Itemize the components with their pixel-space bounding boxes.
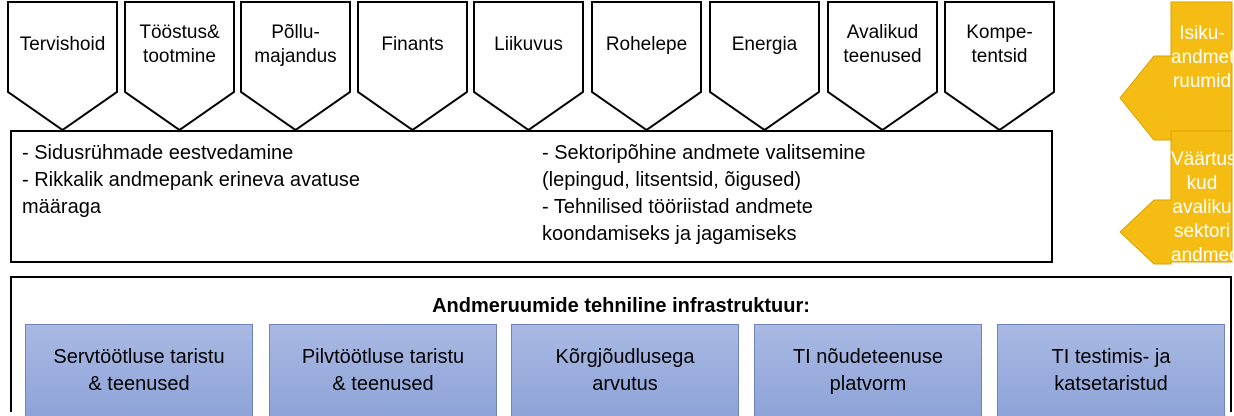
sector-shape <box>7 1 118 132</box>
sector-shape <box>473 1 584 132</box>
sector-shape <box>124 1 235 132</box>
infrastructure-title: Andmeruumide tehniline infrastruktuur: <box>432 295 810 317</box>
side-arrow-shapes <box>1119 1 1233 265</box>
sector-capabilities-box: - Sidusrühmade eestvedamine - Rikkalik a… <box>10 130 1053 263</box>
sector-shape <box>240 1 351 132</box>
sector-shape <box>357 1 468 132</box>
sector-label: Energia <box>731 34 798 55</box>
sector-label: Tervishoid <box>19 34 106 55</box>
sector-label: Kompe- tentsid <box>966 22 1033 67</box>
sector-label: Liikuvus <box>494 34 563 55</box>
infra-hpc: Kõrgjõudlusega arvutus <box>511 324 739 416</box>
infra-ai-on-demand: TI nõudeteenuse platvorm <box>754 324 982 416</box>
sector-label: Tööstus& tootmine <box>139 22 220 67</box>
capability-item: - Sektoripõhine andmete valitsemine (lep… <box>542 142 866 191</box>
capability-item: - Sidusrühmade eestvedamine <box>22 142 294 164</box>
sector-shape <box>827 1 938 132</box>
sector-label: Avalikud teenused <box>843 22 922 67</box>
sector-shape <box>591 1 702 132</box>
side-inputs: Isiku- andmete ruumid Väärtusli- kud ava… <box>1060 0 1234 270</box>
sector-row: Tervishoid Tööstus& tootmine Põllu- majand… <box>0 0 1060 145</box>
capabilities-left-column: - Sidusrühmade eestvedamine - Rikkalik a… <box>22 140 502 221</box>
public-data-arrow-shape <box>1119 130 1233 265</box>
sector-label: Finants <box>381 34 444 55</box>
sector-shape <box>709 1 820 132</box>
public-sector-data-label: Väärtusli- kud avaliku sektori andmed <box>1171 149 1234 266</box>
capability-item: - Rikkalik andmepank erineva avatuse mää… <box>22 169 360 218</box>
capabilities-right-column: - Sektoripõhine andmete valitsemine (lep… <box>542 140 1042 248</box>
sector-label: Põllu- majandus <box>254 22 337 67</box>
infra-cloud-computing: Pilvtöötluse taristu & teenused <box>269 324 497 416</box>
sector-shape <box>944 1 1055 132</box>
infra-ai-testing: TI testimis- ja katsetaristud <box>997 324 1225 416</box>
personal-data-spaces-label: Isiku- andmete ruumid <box>1171 23 1234 92</box>
capability-item: - Tehnilised tööriistad andmete koondami… <box>542 196 813 245</box>
infrastructure-box: Andmeruumide tehniline infrastruktuur: S… <box>10 276 1232 416</box>
sector-shapes <box>7 1 1055 132</box>
sector-label: Rohelepe <box>605 34 688 55</box>
infra-edge-computing: Servtöötluse taristu & teenused <box>25 324 253 416</box>
